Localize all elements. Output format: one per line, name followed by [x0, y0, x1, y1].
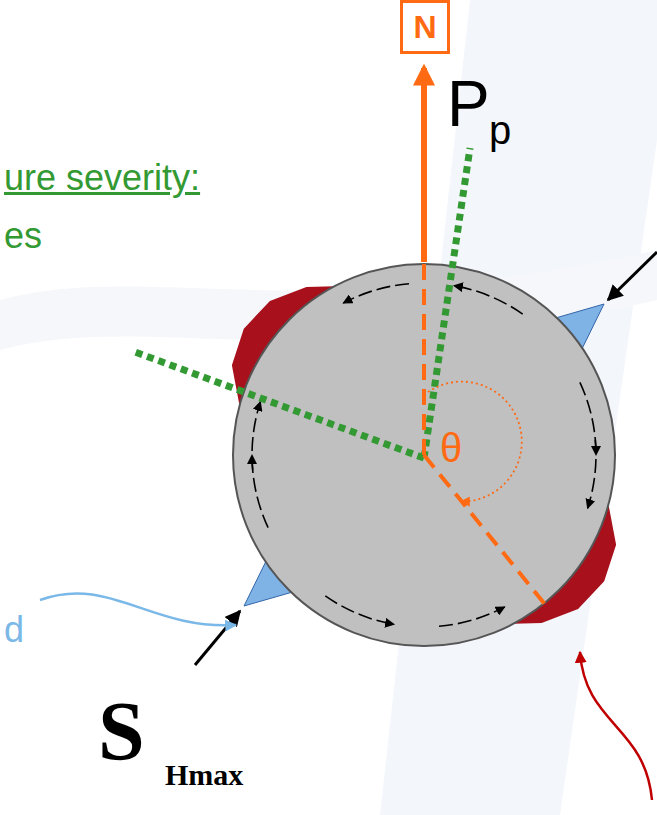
hoop-arrow: [343, 284, 409, 303]
hoop-arrow: [439, 607, 505, 626]
compass-north-box: N: [400, 0, 450, 54]
hoop-arrow: [325, 596, 394, 625]
node-label: N: [413, 11, 436, 43]
shmax-arrow: [195, 611, 240, 665]
leader-line: [40, 593, 236, 625]
heading-fragment: ure severity:: [4, 160, 200, 196]
azimuth-dashed-line: [424, 455, 548, 608]
stress-symbol: S: [98, 690, 145, 774]
hoop-arrow: [454, 286, 523, 315]
hoop-arrow: [588, 440, 596, 508]
shmax-arrow: [608, 252, 657, 300]
hoop-arrow: [580, 382, 596, 455]
severity-dotted-line: [424, 148, 470, 458]
theta-arc: [424, 382, 522, 502]
angle-symbol: θ: [440, 428, 462, 468]
azimuth-dashed-line: [422, 262, 426, 455]
subscript: Hmax: [165, 760, 243, 790]
hoop-arrow: [252, 402, 260, 470]
leader-line: [580, 652, 652, 800]
pore-pressure-symbol: P: [447, 72, 490, 136]
hoop-arrow: [252, 455, 268, 528]
pore-pressure-arrow: [421, 68, 427, 262]
text-fragment: es: [4, 218, 42, 254]
subscript: p: [489, 110, 511, 150]
hoop-stress-arrows: [252, 284, 596, 627]
severity-dotted-line: [135, 352, 424, 458]
text-fragment: d: [4, 612, 24, 648]
